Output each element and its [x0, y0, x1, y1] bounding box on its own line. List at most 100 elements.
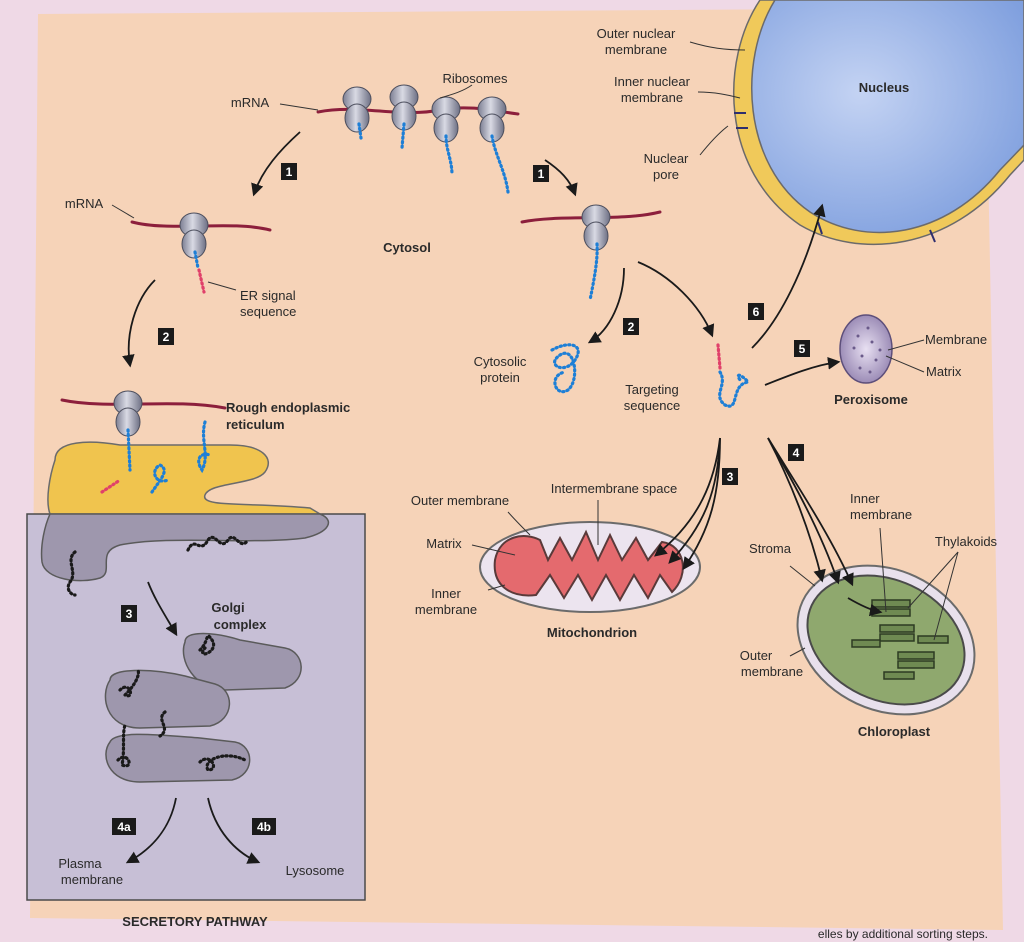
- label-intermembrane-space: Intermembrane space: [551, 481, 677, 496]
- step-2a: 2: [163, 330, 170, 344]
- label-outer-membrane-mito: Outer membrane: [411, 493, 509, 508]
- label-inner-membrane-chloro-1: Inner: [850, 491, 880, 506]
- label-plasma-membrane-1: Plasma: [58, 856, 102, 871]
- leader-lines: [111, 41, 959, 657]
- label-nucleus: Nucleus: [859, 80, 910, 95]
- label-ribosomes: Ribosomes: [442, 71, 508, 86]
- arrow-2a: [122, 279, 156, 368]
- label-outer-nuclear-membrane-2: membrane: [605, 42, 667, 57]
- label-peroxisome: Peroxisome: [834, 392, 908, 407]
- chain-er-3: [150, 463, 170, 494]
- step-4a: 4a: [117, 820, 131, 834]
- polysome-chain-4: [490, 134, 510, 194]
- step-2b: 2: [628, 320, 635, 334]
- secretory-chain-1: [66, 550, 77, 597]
- peroxisome: [839, 314, 893, 384]
- arrow-2b: [587, 267, 625, 344]
- cytosolic-protein-chain: [550, 343, 580, 394]
- polysome-chain-2: [400, 122, 406, 150]
- label-matrix-peroxisome: Matrix: [926, 364, 962, 379]
- arrow-4a: [125, 797, 177, 864]
- label-secretory-pathway: SECRETORY PATHWAY: [122, 914, 268, 929]
- chloroplast: [796, 564, 976, 716]
- label-plasma-membrane-2: membrane: [61, 872, 123, 887]
- label-rough-er-1: Rough endoplasmic: [226, 400, 350, 415]
- arrow-1a: [251, 131, 301, 197]
- label-membrane: Membrane: [925, 332, 987, 347]
- chain-er-2: [197, 420, 212, 474]
- chain-right: [588, 242, 599, 302]
- label-nuclear-pore-2: pore: [653, 167, 679, 182]
- label-thylakoids: Thylakoids: [935, 534, 998, 549]
- footer-fragment: elles by additional sorting steps.: [818, 927, 988, 941]
- label-cytosol: Cytosol: [383, 240, 431, 255]
- arrow-5: [764, 357, 841, 386]
- label-golgi-1: Golgi: [211, 600, 244, 615]
- golgi-chain-2: [118, 668, 141, 698]
- label-lysosome: Lysosome: [286, 863, 345, 878]
- polysome-chain-3: [444, 134, 454, 177]
- label-stroma: Stroma: [749, 541, 792, 556]
- targeting-protein-chain: [718, 370, 752, 408]
- label-rough-er-2: reticulum: [226, 417, 285, 432]
- label-golgi-2: complex: [214, 617, 268, 632]
- targeting-sequence-chain: [716, 343, 722, 370]
- label-er-signal-1: ER signal: [240, 288, 296, 303]
- arrow-to-targeting: [637, 261, 715, 338]
- arrow-4b: [207, 797, 261, 864]
- label-inner-membrane-mito-2: membrane: [415, 602, 477, 617]
- step-3b: 3: [727, 470, 734, 484]
- signal-fragment-er: [100, 478, 122, 494]
- step-1a: 1: [286, 165, 293, 179]
- arrow-4-3: [767, 437, 854, 587]
- step-badges: 1 1 2 2 3 3 4 6 5 4a 4b: [112, 163, 810, 835]
- step-6: 6: [753, 305, 760, 319]
- step-1b: 1: [538, 167, 545, 181]
- label-chloroplast: Chloroplast: [858, 724, 931, 739]
- er-signal-chain: [197, 268, 206, 294]
- arrow-3b-1: [654, 437, 721, 557]
- arrow-stroma-thylakoid: [847, 597, 883, 617]
- golgi-chain-1: [198, 634, 216, 656]
- label-inner-nuclear-membrane-1: Inner nuclear: [614, 74, 691, 89]
- label-mitochondrion: Mitochondrion: [547, 625, 637, 640]
- label-cytosolic-protein-2: protein: [480, 370, 520, 385]
- label-targeting-sequence-1: Targeting: [625, 382, 678, 397]
- step-4: 4: [793, 446, 800, 460]
- label-outer-nuclear-membrane-1: Outer nuclear: [597, 26, 676, 41]
- arrow-1b: [544, 159, 578, 197]
- label-mrna-left: mRNA: [65, 196, 104, 211]
- step-5: 5: [799, 342, 806, 356]
- label-matrix-mito: Matrix: [426, 536, 462, 551]
- arrow-3b-3: [682, 437, 721, 571]
- chain-left: [193, 250, 200, 270]
- golgi-chain-4: [116, 723, 131, 768]
- step-3a: 3: [126, 607, 133, 621]
- label-inner-membrane-chloro-2: membrane: [850, 507, 912, 522]
- step-4b: 4b: [257, 820, 271, 834]
- mitochondrion: [479, 521, 701, 613]
- label-mrna-top: mRNA: [231, 95, 270, 110]
- nucleus: [732, 0, 1024, 246]
- label-outer-membrane-chloro-2: membrane: [741, 664, 803, 679]
- arrow-3a: [147, 581, 178, 637]
- label-targeting-sequence-2: sequence: [624, 398, 680, 413]
- label-cytosolic-protein-1: Cytosolic: [474, 354, 527, 369]
- arrow-6: [751, 203, 826, 349]
- label-outer-membrane-chloro-1: Outer: [740, 648, 773, 663]
- label-inner-membrane-mito-1: Inner: [431, 586, 461, 601]
